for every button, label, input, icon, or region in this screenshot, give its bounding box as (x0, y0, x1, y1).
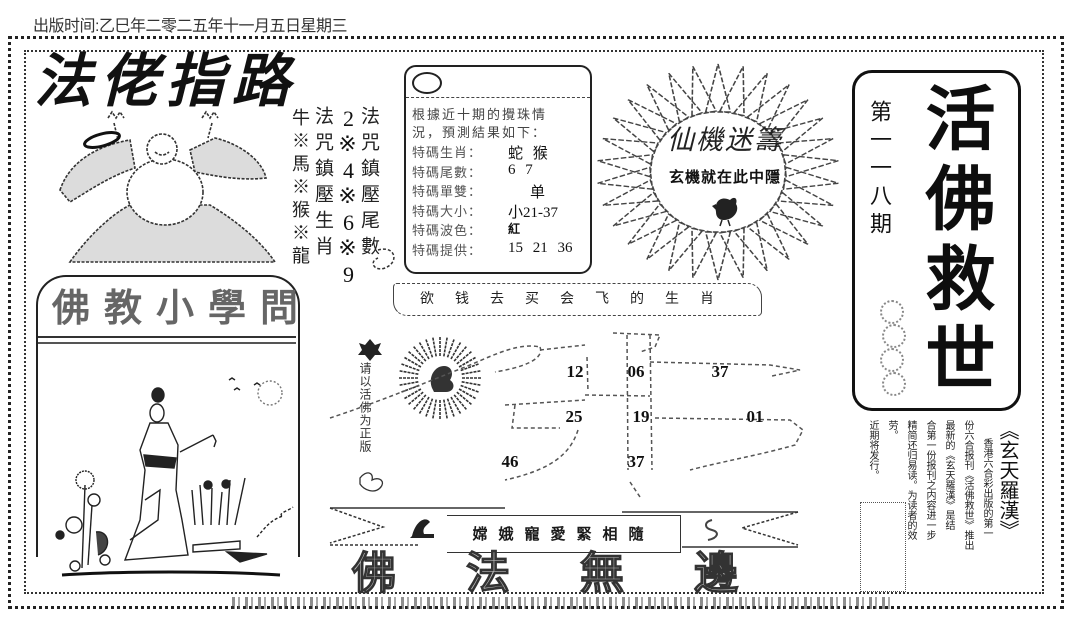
prediction-value: 15 21 36 (508, 240, 573, 256)
oval-badge-icon (412, 72, 442, 94)
tail-number-label: 法咒鎮壓尾數 (358, 106, 380, 262)
riddle-number: 19 (632, 407, 650, 426)
prediction-row: 特碼生肖： 蛇 猴 (412, 142, 588, 162)
masthead-title: 活佛救世 (914, 82, 997, 402)
announcement-notice: 近期将发行。 (867, 420, 878, 480)
prediction-value: 单 (530, 185, 546, 201)
prediction-row: 特碼提供： 15 21 36 (412, 240, 588, 259)
announcement-thumbnail (860, 502, 906, 592)
bottom-decorative-strip (232, 597, 892, 609)
prediction-label: 特碼波色： (412, 224, 483, 239)
prediction-label: 特碼提供： (412, 244, 483, 259)
prediction-box: 根據近十期的攪珠情 況，預測結果如下： 特碼生肖： 蛇 猴 特碼尾數： 6 7 … (404, 65, 592, 274)
announcement-column: 《玄天羅漢》 (996, 420, 1020, 540)
authenticity-note: 请以活佛为正版 (358, 362, 372, 453)
tail-number-values: 2※4※6※9 (336, 106, 361, 288)
panel-title-rule (38, 336, 296, 344)
announcement-column: 份六合报刊《活佛救世》推出 (962, 420, 973, 550)
riddle-number: 06 (627, 362, 645, 381)
riddle-number: 25 (565, 407, 583, 426)
prediction-value: 6 7 (508, 162, 533, 178)
stipple-dot-icon (882, 372, 906, 396)
stipple-dot-icon (880, 348, 904, 372)
prediction-value: 小21-37 (508, 205, 558, 221)
publish-time: 出版时间:乙巳年二零二五年十一月五日星期三 (33, 18, 347, 35)
announcement-column: 合第一份报刊之内容进一步 (924, 420, 935, 540)
riddle-number: 37 (711, 362, 729, 381)
prediction-intro-line-1: 根據近十期的攪珠情 (412, 108, 548, 123)
stipple-dot-icon (880, 300, 904, 324)
sunburst-title: 仙機迷籌 (667, 125, 783, 156)
prediction-row: 特碼單雙： 单 (412, 181, 588, 201)
announcement-column: 最新的《玄天羅漢》是结 (943, 420, 954, 530)
inner-dotted-border (24, 50, 1044, 594)
prediction-box-header (406, 67, 590, 98)
buddhism-panel-title: 佛教小學問 (52, 285, 313, 330)
prediction-row: 特碼尾數： 6 7 (412, 162, 588, 181)
riddle-banner: 欲钱去买会飞的生肖 (393, 283, 762, 316)
prediction-intro-line-2: 況，預測結果如下： (412, 126, 548, 141)
prediction-label: 特碼生肖： (412, 146, 483, 161)
riddle-number: 12 (566, 362, 584, 381)
prediction-value: 蛇 猴 (508, 146, 548, 162)
riddle-number: 37 (627, 452, 645, 471)
riddle-number: 01 (746, 407, 764, 426)
buddhism-panel (36, 275, 300, 557)
page-title-falao: 法佬指路 (34, 47, 299, 115)
announcement-column: 精简还归易读。为读者的效劳。 (886, 420, 916, 540)
prediction-label: 特碼單雙： (412, 185, 483, 200)
announcement-column: 香港六合彩出版的第一 (981, 438, 992, 538)
prediction-label: 特碼大小： (412, 205, 483, 220)
prediction-row: 特碼波色： 紅 (412, 220, 588, 239)
announcement-text: 《玄天羅漢》 香港六合彩出版的第一 份六合报刊《活佛救世》推出 最新的《玄天羅漢… (866, 420, 1020, 550)
riddle-number: 46 (501, 452, 519, 471)
prediction-row: 特碼大小： 小21-37 (412, 201, 588, 221)
zodiac-values: 牛※馬※猴※龍 (289, 108, 310, 269)
issue-number: 第一一八期 (866, 100, 891, 240)
footer-title: 佛法無邊 (351, 548, 808, 599)
stipple-dot-icon (882, 324, 906, 348)
sunburst-subtitle: 玄機就在此中隱 (668, 168, 781, 186)
prediction-label: 特碼尾數： (412, 166, 483, 181)
prediction-value: 紅 (508, 222, 521, 236)
ribbon-text-box: 嫦娥寵愛緊相隨 (447, 515, 681, 553)
masthead-box (852, 70, 1021, 411)
zodiac-label: 法咒鎮壓生肖 (312, 106, 334, 262)
